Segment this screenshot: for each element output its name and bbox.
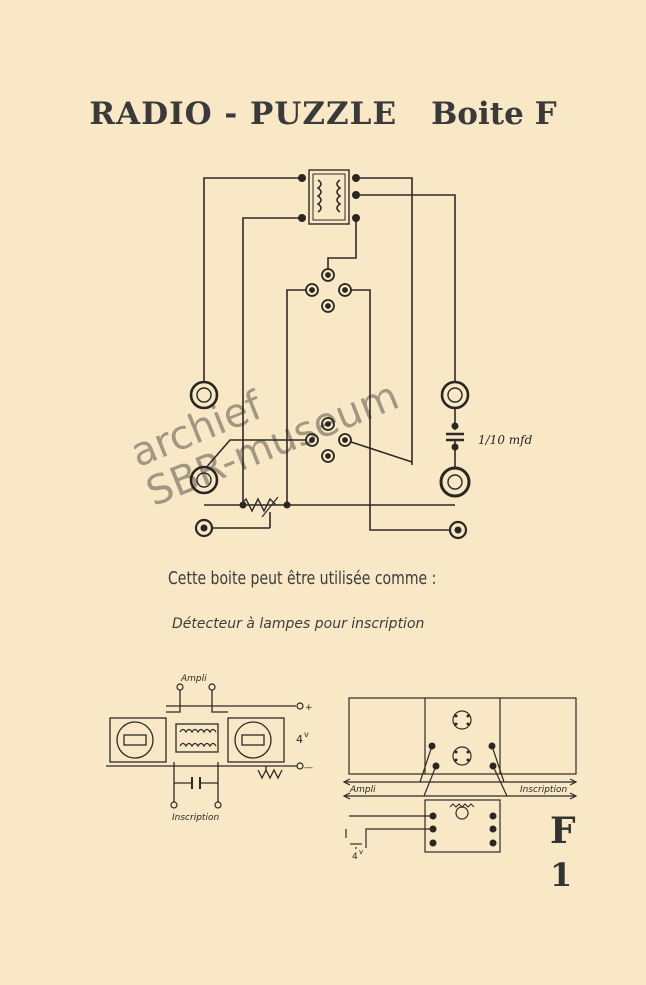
transformer-box [308,169,350,225]
wire-socket-right [345,289,455,531]
lamp-socket-lower [305,417,352,463]
terminals [189,380,471,540]
wire-right-outer [356,194,456,382]
usage-caption: Cette boite peut être utilisée comme : [168,568,437,589]
transformer-coil-right [336,179,342,213]
rheostat [239,497,277,513]
wire-lower-socket-right [344,439,413,463]
ampli-top-label: Ampli [180,674,207,684]
transformer-inner [312,173,346,221]
panel-dots [428,714,497,847]
detector-schematic [106,690,300,802]
terminal-left-lower [189,465,219,495]
terminal-bottom-left [194,518,214,538]
terminal-left-upper [189,380,219,410]
card-letter: F [550,810,576,852]
terminal-right-lower [439,466,471,498]
title-main: RADIO - PUZZLE [89,96,398,132]
voltage-unit-label: v [304,730,309,739]
wire-socket-left [286,289,312,505]
wire-to-socket-top [327,218,357,275]
wire-right-top [356,177,413,465]
wire-left-inner [242,217,302,505]
battery-voltage-label: 4 [352,852,358,862]
lamp-sockets [305,268,352,463]
inscription-arrow-label: Inscription [520,785,567,795]
battery-unit-label: v [359,848,363,856]
transformer-coil-left [316,179,322,213]
wire-lower-socket-left [203,439,312,471]
wire-left-outer [203,177,302,382]
voltage-label: 4 [296,733,303,746]
ampli-arrow-label: Ampli [349,785,376,795]
plus-label: + [305,703,313,713]
rheostat-arrow [261,496,279,518]
lamp-socket-upper [305,268,352,313]
title-box: Boite F [431,96,557,132]
card-number: 1 [550,856,573,894]
terminal-bottom-right [448,520,468,540]
capacitor-label: 1/10 mfd [478,433,533,447]
page-title: RADIO - PUZZLE Boite F [0,96,646,132]
terminal-right-upper [440,380,470,410]
connection-dots [239,174,459,509]
panel-layout [342,697,578,853]
inscription-left-label: Inscription [172,813,219,823]
usage-subcaption: Détecteur à lampes pour inscription [172,616,425,632]
minus-label: — [304,763,313,773]
